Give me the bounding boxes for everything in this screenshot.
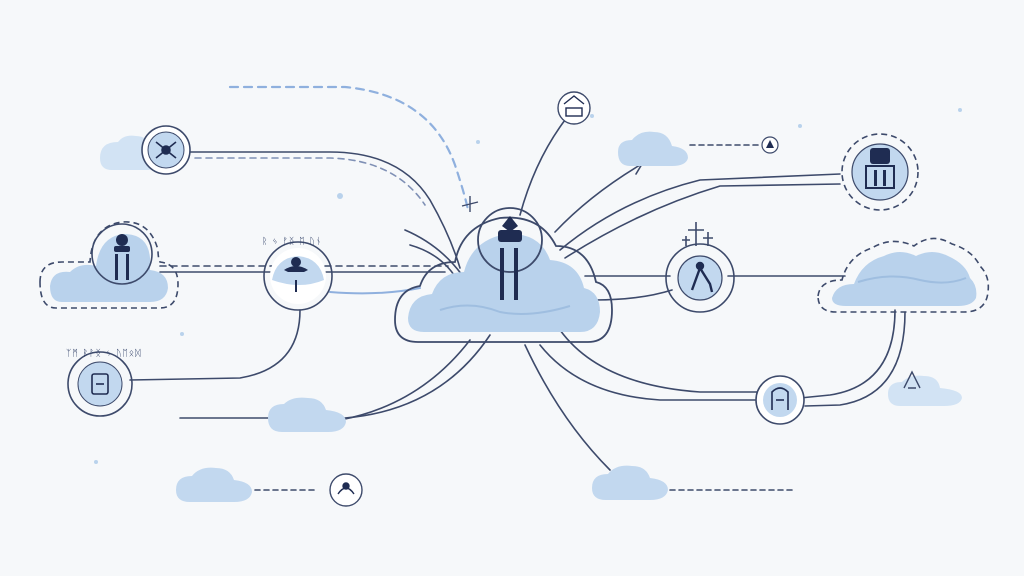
right-cloud-node[interactable]: [817, 237, 990, 313]
scribble-left: ᛉᛗ ᛒᚨᛝ ᛃ ᚢᛖᛟᛞ: [66, 348, 142, 359]
connector-right-mid-2: [594, 289, 673, 301]
building-icon: [563, 95, 585, 117]
device-icon: [91, 373, 109, 395]
connector-right-top: [559, 173, 841, 251]
building-icon: [865, 148, 895, 189]
tent-mark: [903, 370, 921, 389]
left-cloud-outline: [39, 221, 179, 309]
small-cloud-top-mid: [618, 131, 688, 166]
decorative-marks: [461, 196, 921, 389]
right-cloud-texture: [857, 275, 967, 284]
central-cloud-outline: [394, 216, 613, 343]
connector-right-cloud-down: [799, 309, 896, 399]
small-top-right-icon: [761, 136, 779, 154]
dots: [94, 108, 962, 464]
cross-marks: [682, 222, 713, 246]
connector-central-bottom-left: [179, 334, 491, 419]
lower-left-node[interactable]: [67, 351, 133, 417]
right-cloud-outline: [817, 237, 990, 313]
connectors: [129, 85, 906, 491]
connector-arrow-up: [554, 164, 641, 233]
connector-central-bottom-right: [539, 344, 756, 401]
person-icon: [114, 234, 130, 280]
connector-top: [519, 119, 566, 216]
small-cloud-bottom-right: [592, 465, 668, 500]
central-cloud-node[interactable]: [394, 207, 613, 343]
connector-top-left: [189, 151, 461, 269]
bottom-node[interactable]: [329, 473, 363, 507]
right-top-node[interactable]: [841, 133, 919, 211]
connector-left-light: [329, 287, 421, 295]
connector-top-left-dashed: [194, 157, 426, 206]
connector-central-left-curves: [404, 229, 463, 276]
connector-right-top-2: [564, 183, 841, 259]
top-node[interactable]: [557, 91, 591, 125]
plane-mark: [461, 196, 479, 212]
connector-right-cloud-down-2: [804, 311, 906, 407]
central-cloud-texture: [439, 304, 571, 315]
right-cloud-body: [832, 252, 977, 306]
left-cloud-body: [50, 234, 168, 302]
connector-mid-to-lower-left: [129, 309, 301, 381]
small-cloud-bottom-left: [268, 397, 346, 432]
dashed-arc-top: [228, 85, 470, 212]
network-icon: [155, 141, 177, 159]
right-lower-node[interactable]: [755, 375, 805, 425]
connector-central-lower-right: [559, 329, 759, 393]
small-cloud-right-lower: [888, 375, 962, 406]
left-cloud-ring: [91, 223, 153, 285]
person-icon: [284, 257, 308, 292]
top-left-node[interactable]: [141, 125, 191, 175]
person-icon: [690, 261, 714, 293]
scribble-top-left: ᚱ ᛃ ᚠᛝ ᛖ ᚢᚾ: [262, 236, 322, 247]
person-icon: [498, 216, 522, 300]
connector-central-bottom-left-2: [339, 339, 471, 421]
connector-central-bottom: [524, 344, 611, 471]
right-mid-node[interactable]: [665, 243, 735, 313]
person-icon: [771, 387, 789, 410]
small-cloud-bottom-far-left: [176, 467, 252, 502]
central-cloud-ring: [477, 207, 543, 273]
mid-left-node[interactable]: [263, 241, 333, 311]
hand-icon: [337, 482, 355, 495]
left-cloud-node[interactable]: [39, 221, 179, 309]
